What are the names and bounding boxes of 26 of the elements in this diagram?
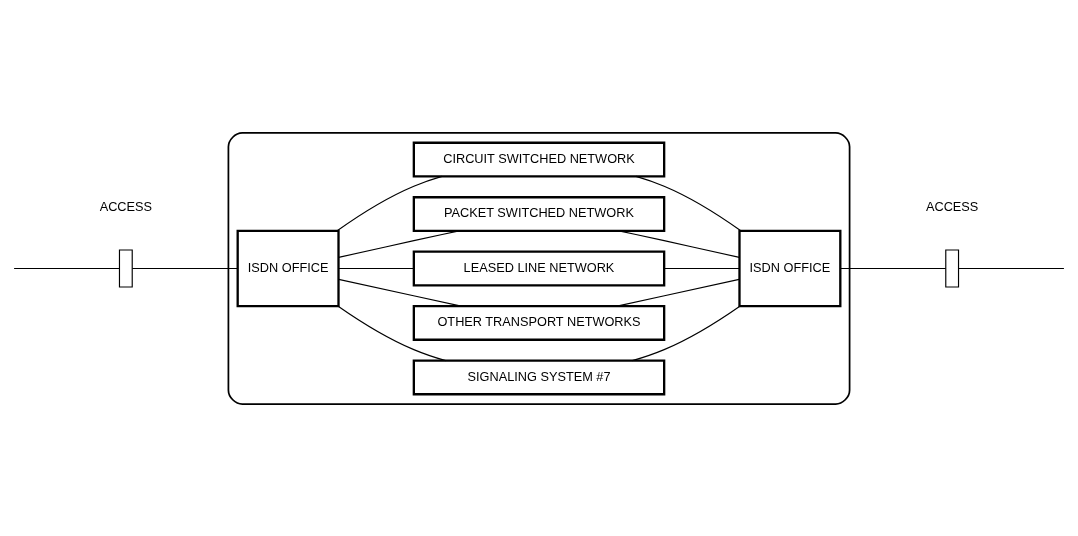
connector bbox=[839, 267, 947, 269]
node-box: OTHER TRANSPORT NETWORKS bbox=[412, 304, 666, 341]
node-box bbox=[118, 248, 133, 288]
connector bbox=[338, 267, 414, 269]
node-box: PACKET SWITCHED NETWORK bbox=[412, 195, 666, 232]
cluster bbox=[227, 131, 851, 405]
connector bbox=[336, 175, 443, 231]
connector bbox=[338, 278, 462, 307]
connector bbox=[338, 229, 460, 258]
node-box: ISDN OFFICE bbox=[738, 229, 842, 307]
connector bbox=[618, 229, 740, 258]
connector bbox=[631, 305, 741, 361]
node-box: CIRCUIT SWITCHED NETWORK bbox=[412, 141, 666, 178]
connector bbox=[958, 267, 1065, 269]
connector bbox=[616, 278, 740, 307]
label: ACCESS bbox=[99, 198, 153, 214]
node-box bbox=[945, 248, 960, 288]
connector bbox=[131, 267, 238, 269]
node-box: LEASED LINE NETWORK bbox=[412, 250, 666, 286]
node-box: SIGNALING SYSTEM #7 bbox=[412, 358, 666, 395]
connector bbox=[337, 305, 447, 361]
connector bbox=[13, 267, 120, 269]
label: ACCESS bbox=[925, 198, 979, 214]
connector bbox=[663, 267, 740, 269]
node-box: ISDN OFFICE bbox=[236, 229, 340, 307]
connector bbox=[635, 175, 742, 231]
